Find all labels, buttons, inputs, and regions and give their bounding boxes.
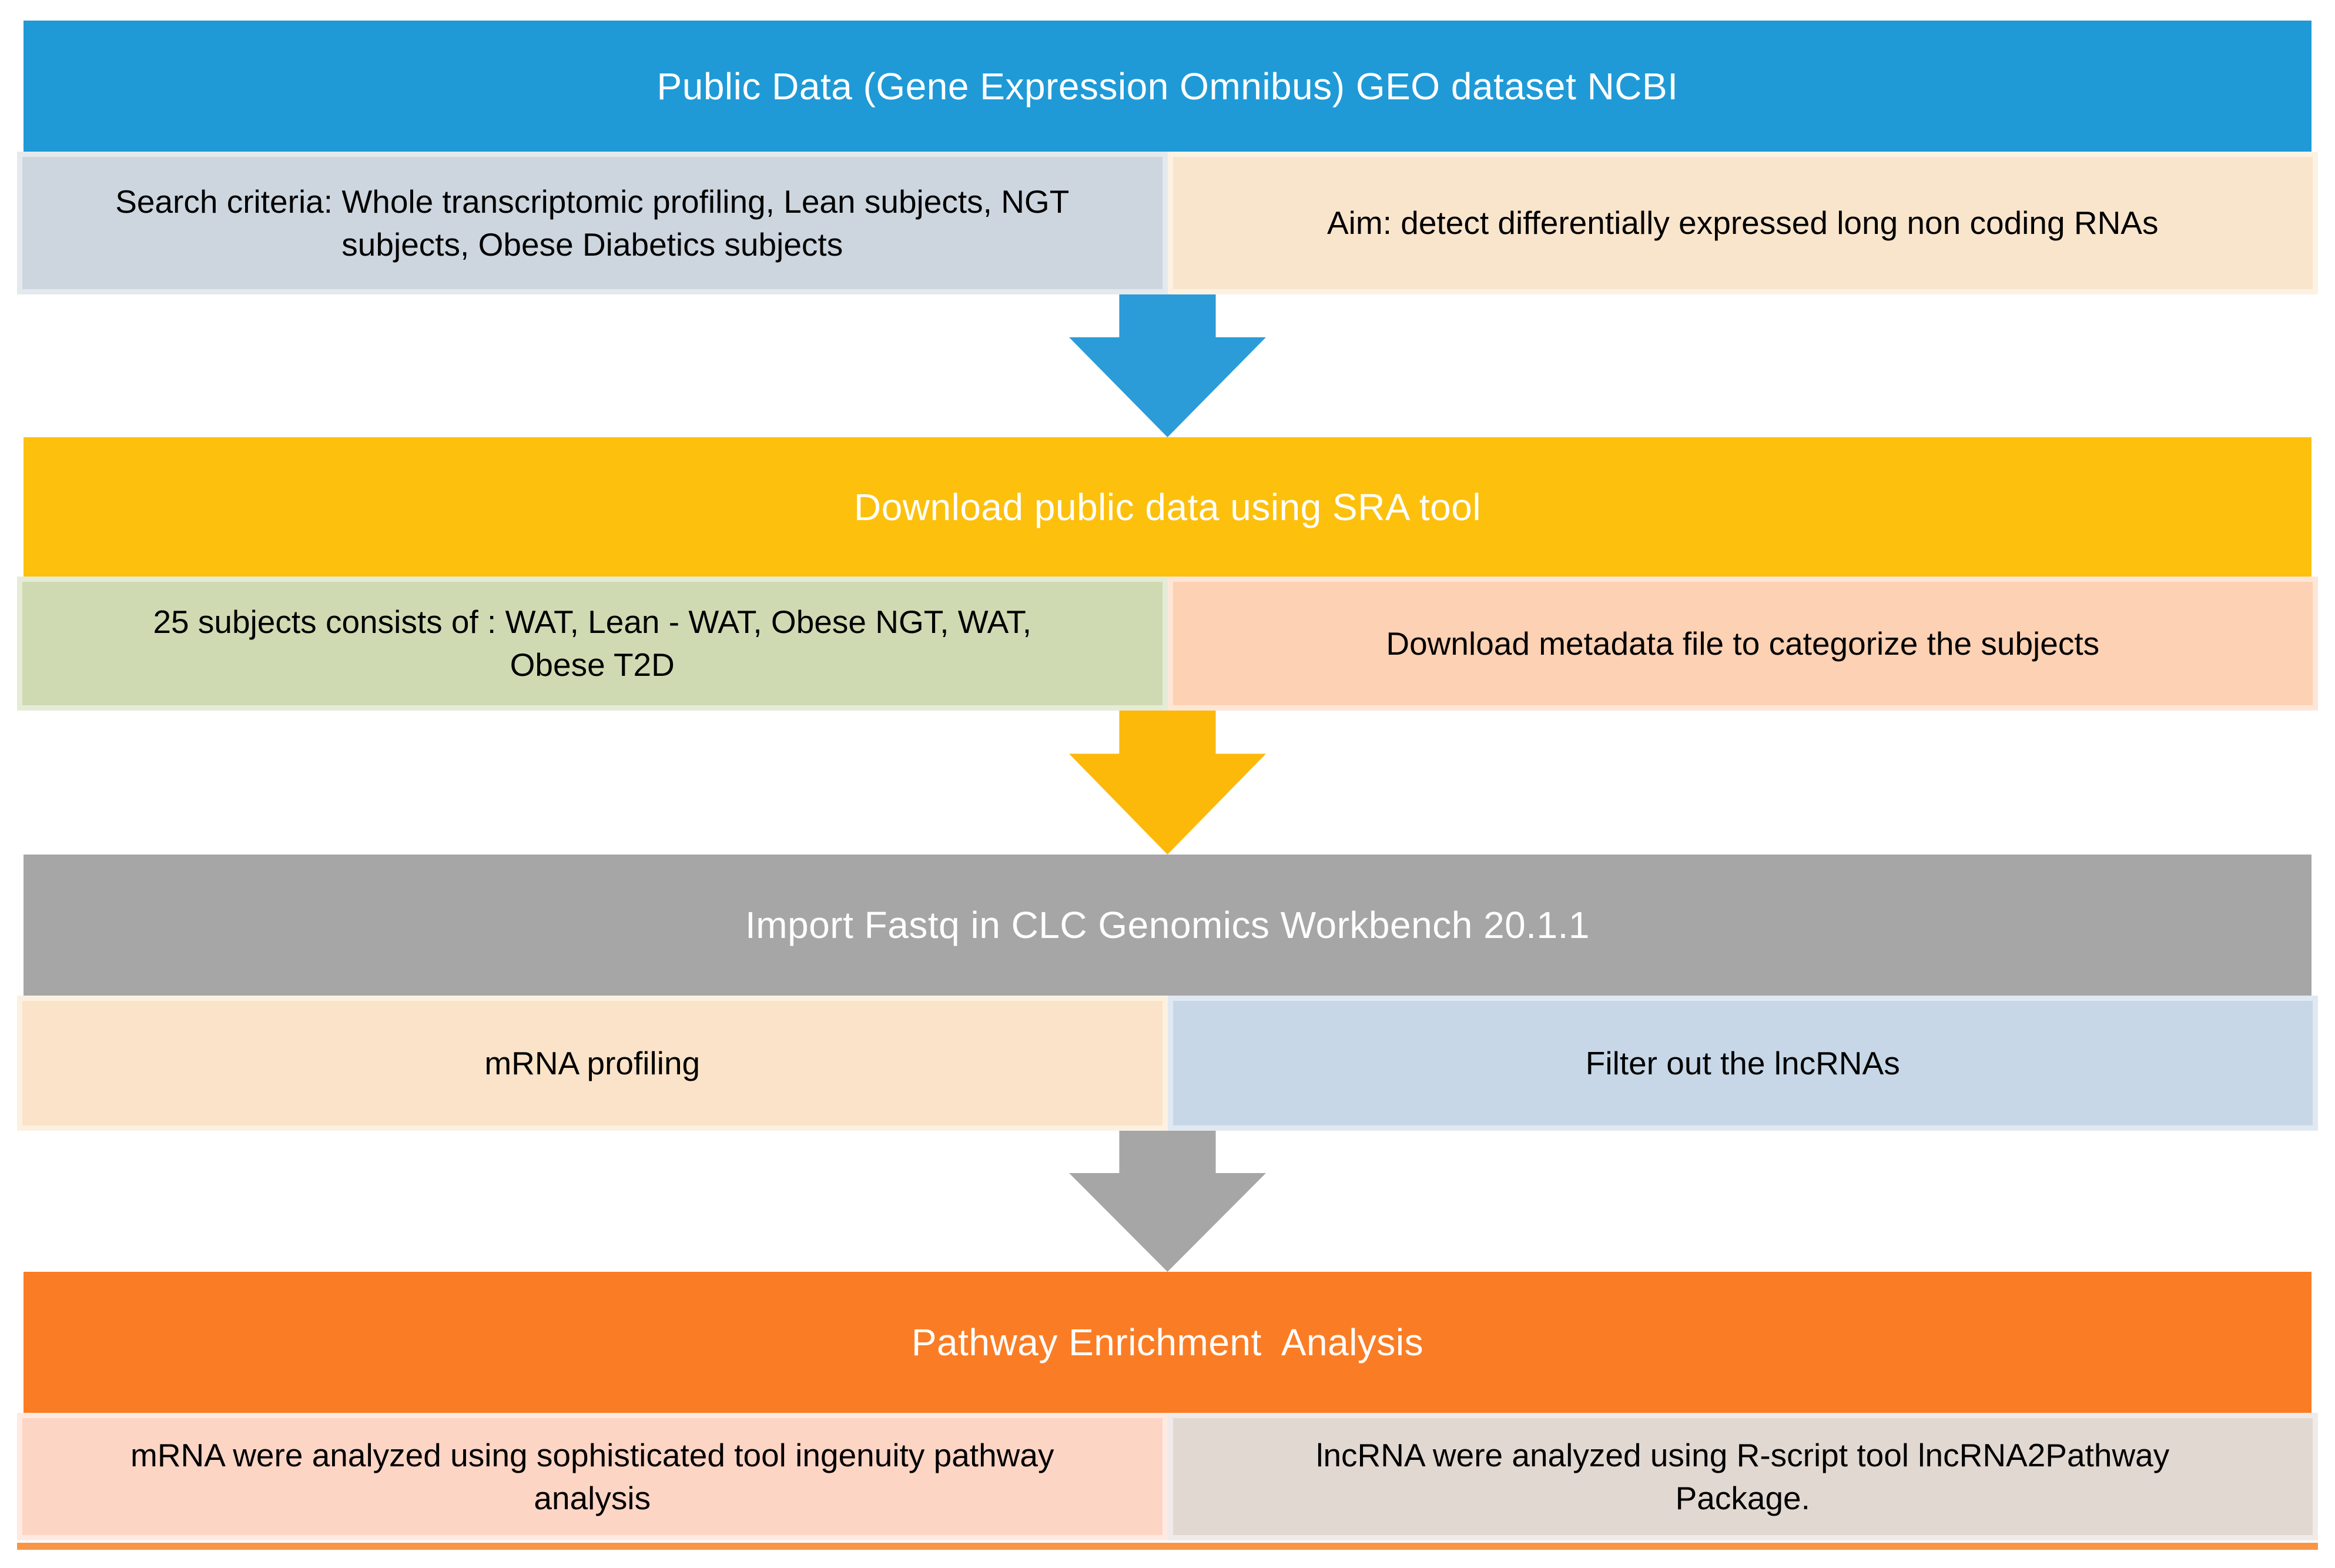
cell-aim-label: Aim: detect differentially expressed lon… [1327,205,2159,242]
subrow-pathway: mRNA were analyzed using sophisticated t… [17,1413,2318,1540]
cell-subjects: 25 subjects consists of : WAT, Lean - WA… [17,577,1168,711]
arrow-row-2 [0,711,2335,855]
cell-metadata: Download metadata file to categorize the… [1167,577,2318,711]
banner-download-sra: Download public data using SRA tool [24,437,2311,577]
banner-pathway-enrichment-label: Pathway Enrichment Analysis [911,1321,1424,1363]
banner-public-data-label: Public Data (Gene Expression Omnibus) GE… [656,65,1679,108]
banner-pathway-enrichment: Pathway Enrichment Analysis [24,1272,2311,1413]
cell-filter-lncrna: Filter out the lncRNAs [1167,996,2318,1131]
subrow-sra: 25 subjects consists of : WAT, Lean - WA… [17,577,2318,711]
arrow-row-1 [0,294,2335,437]
cell-ipa-label: mRNA were analyzed using sophisticated t… [130,1436,1054,1516]
cell-subjects-label: 25 subjects consists of : WAT, Lean - WA… [153,604,1032,683]
yellow-down-arrow-icon [1069,711,1266,855]
cell-filter-lncrna-label: Filter out the lncRNAs [1585,1044,1900,1081]
cell-lncrna2pathway-label: lncRNA were analyzed using R-script tool… [1316,1436,2170,1516]
banner-import-fastq: Import Fastq in CLC Genomics Workbench 2… [24,855,2311,996]
cell-search-criteria-label: Search criteria: Whole transcriptomic pr… [115,183,1070,263]
cell-mrna-profiling: mRNA profiling [17,996,1168,1131]
banner-public-data: Public Data (Gene Expression Omnibus) GE… [24,21,2311,152]
cell-metadata-label: Download metadata file to categorize the… [1386,625,2100,662]
cell-aim: Aim: detect differentially expressed lon… [1167,152,2318,294]
cell-mrna-profiling-label: mRNA profiling [484,1044,701,1081]
subrow-geo: Search criteria: Whole transcriptomic pr… [17,152,2318,294]
footer-orange-line [17,1543,2318,1550]
arrow-row-3 [0,1131,2335,1272]
cell-lncrna2pathway: lncRNA were analyzed using R-script tool… [1167,1413,2318,1540]
cell-search-criteria: Search criteria: Whole transcriptomic pr… [17,152,1168,294]
cell-ipa: mRNA were analyzed using sophisticated t… [17,1413,1168,1540]
banner-download-sra-label: Download public data using SRA tool [853,485,1482,528]
subrow-clc: mRNA profiling Filter out the lncRNAs [17,996,2318,1131]
blue-down-arrow-icon [1069,294,1266,437]
gray-down-arrow-icon [1069,1131,1266,1272]
banner-import-fastq-label: Import Fastq in CLC Genomics Workbench 2… [745,904,1590,946]
